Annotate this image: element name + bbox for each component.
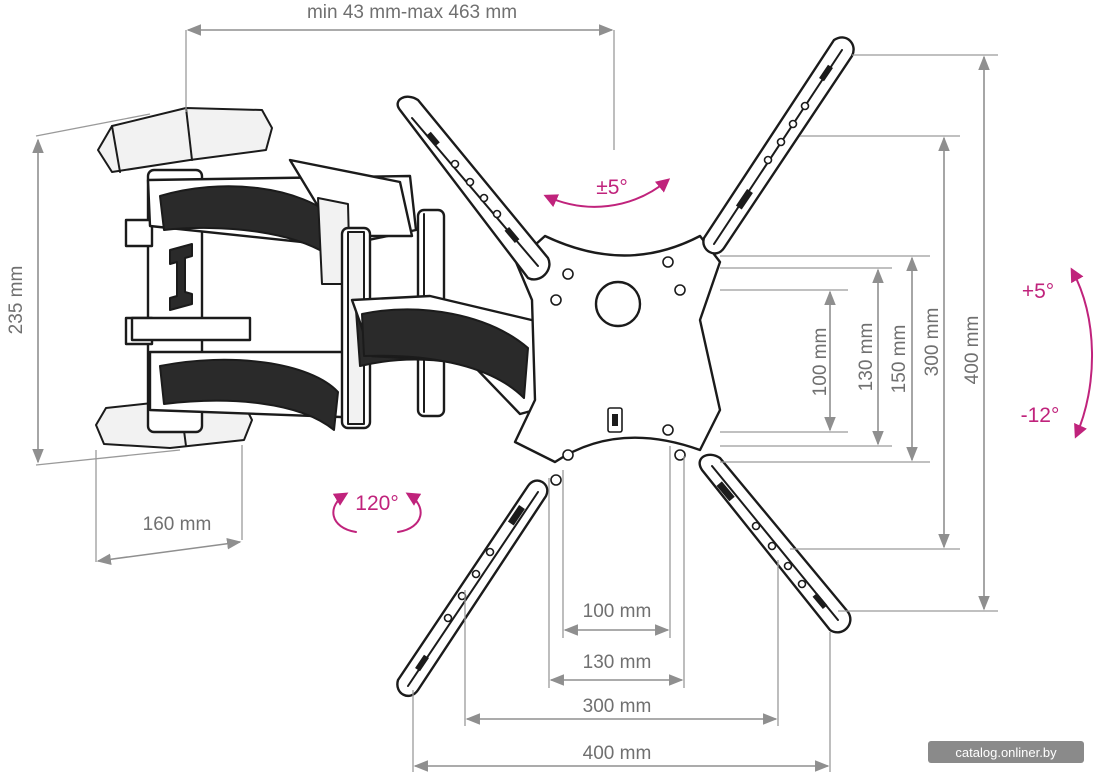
horizontal-100-label: 100 mm: [583, 601, 652, 622]
motion-arrows: [332, 178, 1093, 533]
bracket-arm-top-left: [396, 95, 551, 281]
height-235-label: 235 mm: [6, 266, 27, 335]
swivel-arrow-right: [397, 492, 422, 533]
center-hole: [594, 280, 642, 328]
dimension-labels: min 43 mm-max 463 mm 235 mm 160 mm 120° …: [6, 2, 1059, 764]
watermark: catalog.onliner.by: [928, 741, 1084, 763]
rotation-arrow: [543, 178, 671, 208]
vertical-300-label: 300 mm: [922, 308, 943, 377]
articulating-arms: [146, 158, 544, 431]
horizontal-130-label: 130 mm: [583, 652, 652, 673]
vertical-400-label: 400 mm: [962, 316, 983, 385]
tilt-up-label: +5°: [1022, 280, 1054, 303]
tilt-arrow: [1070, 267, 1093, 439]
watermark-text: catalog.onliner.by: [955, 745, 1057, 760]
bracket-arm-bottom-right: [698, 453, 852, 634]
vertical-130-label: 130 mm: [856, 323, 877, 392]
swivel-arrow-left: [332, 492, 357, 533]
swivel-label: 120°: [355, 492, 398, 515]
depth-160-label: 160 mm: [143, 514, 212, 535]
horizontal-300-label: 300 mm: [583, 696, 652, 717]
tilt-down-label: -12°: [1021, 404, 1060, 427]
rotation-label: ±5°: [596, 176, 628, 199]
horizontal-400-label: 400 mm: [583, 743, 652, 764]
vertical-150-label: 150 mm: [889, 325, 910, 394]
bracket-arm-top-right: [702, 36, 855, 255]
dimension-lines: [32, 24, 998, 772]
vesa-bracket: [396, 36, 855, 697]
extension-label: min 43 mm-max 463 mm: [307, 2, 517, 23]
bracket-arm-bottom-left: [396, 479, 549, 697]
vertical-100-label: 100 mm: [810, 328, 831, 397]
